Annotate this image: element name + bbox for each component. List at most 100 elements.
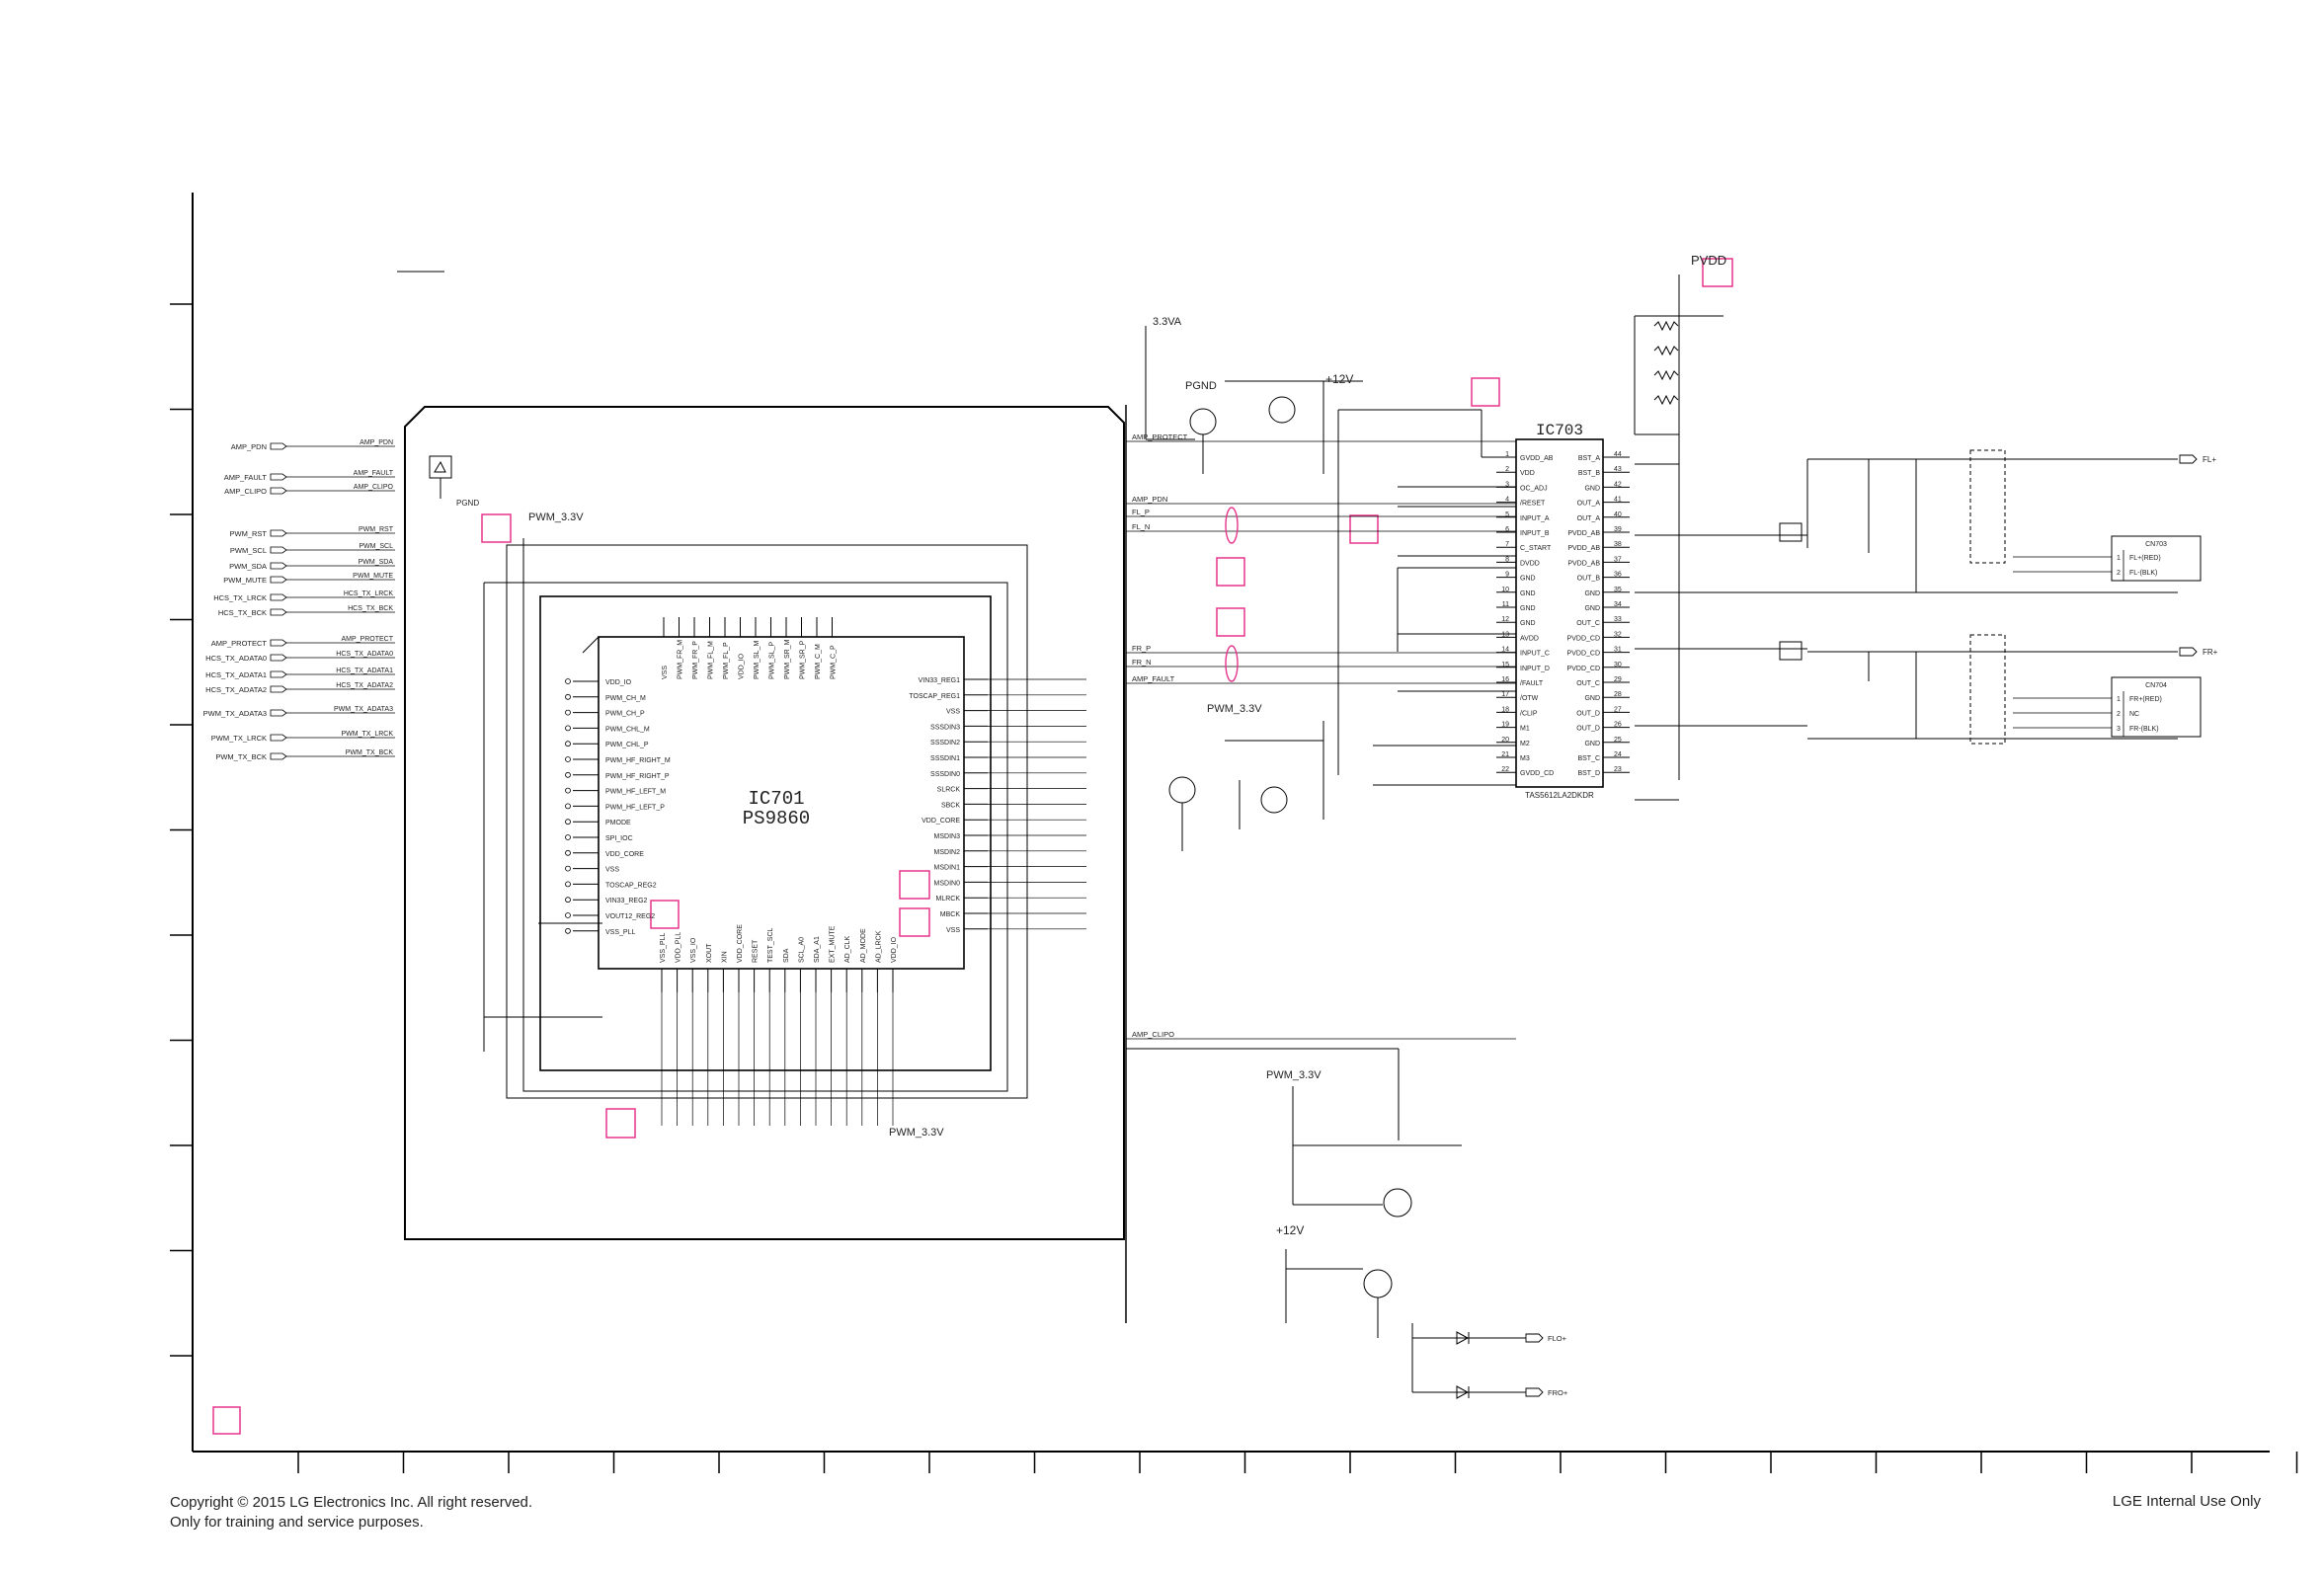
pwm-rail-left: PWM_3.3V [528, 511, 584, 523]
net-port [270, 608, 287, 616]
ic701-bottom-pin-label: XIN [721, 951, 728, 963]
testpoint [565, 771, 571, 778]
ic703-pin-number: 5 [1505, 511, 1509, 518]
left-net-label: PWM_SCL [230, 546, 267, 555]
testpoint [565, 897, 571, 904]
left-net-label: AMP_PROTECT [211, 639, 268, 648]
ic703-right-pin-label: PVDD_AB [1567, 545, 1600, 552]
net-port [270, 709, 287, 717]
led-port [1525, 1333, 1544, 1343]
output-label: FR+ [2203, 648, 2218, 657]
ic701-right-pin-label: MSDIN2 [934, 849, 961, 856]
ic703-left-pin-label: INPUT_A [1520, 515, 1550, 522]
left-net-label: PWM_TX_BCK [215, 752, 267, 761]
filter-shields [1969, 449, 2006, 745]
ic701-left-pin-label: PWM_HF_LEFT_P [605, 804, 665, 811]
ic701-right-pin-label: SSSDIN0 [930, 771, 960, 778]
testpoint [565, 881, 571, 888]
net-port [270, 487, 287, 495]
rail-3v3a: 3.3VA [1153, 316, 1182, 328]
left-net-label-inner: HCS_TX_ADATA0 [336, 651, 393, 658]
left-net-label: PWM_SDA [229, 562, 267, 571]
testpoint [565, 787, 571, 794]
ic703-left-pin-label: /RESET [1520, 501, 1546, 508]
ic703-pin-number: 42 [1614, 481, 1622, 488]
ic701-left-pin-label: PWM_CH_M [605, 695, 646, 702]
ic701-region [404, 406, 1125, 1240]
ic701-left-pin-label: VSS_PLL [605, 929, 635, 936]
ic703-pin-number: 36 [1614, 572, 1622, 579]
left-net-label-inner: PWM_TX_LRCK [341, 731, 393, 738]
ic701-left-pin-label: PWM_HF_RIGHT_P [605, 773, 670, 780]
connector-pin-number: 1 [2117, 696, 2121, 703]
ic703-right-pin-label: OUT_D [1576, 710, 1600, 717]
ic703-pin-number: 39 [1614, 526, 1622, 533]
ic703-right-pin-label: GND [1584, 741, 1600, 747]
signal-markers [1225, 507, 1239, 682]
ic703-right-pin-label: GND [1584, 590, 1600, 597]
ic703-left-pin-label: M3 [1520, 755, 1530, 762]
ic703-pin-number: 3 [1505, 481, 1509, 488]
ic701-bottom-pin-label: SDA_A1 [814, 936, 821, 963]
ic701-right-pin-label: VIN33_REG1 [919, 677, 961, 684]
connector-pin-label: NC [2129, 711, 2139, 718]
led-output-label: FRO+ [1548, 1388, 1568, 1397]
led-port [1525, 1387, 1544, 1397]
left-net-label-inner: PWM_TX_ADATA3 [334, 706, 393, 713]
ic703-right-pins: 44BST_A43BST_B42GND41OUT_A40OUT_A39PVDD_… [1567, 451, 1630, 777]
ic703-left-pin-label: /FAULT [1520, 680, 1544, 687]
ic701-left-pin-label: PMODE [605, 820, 631, 826]
protect-circuit [1145, 326, 1363, 851]
ic703-pin-number: 33 [1614, 616, 1622, 623]
left-net-label-inner: AMP_FAULT [354, 470, 394, 477]
connector-ref: CN704 [2145, 682, 2167, 689]
ic701-left-pin-label: VSS [605, 867, 619, 874]
connector-pin-number: 1 [2117, 555, 2121, 562]
ic703-left-pin-label: M2 [1520, 741, 1530, 747]
output-label: FL+ [2203, 455, 2216, 464]
ic703-left-pin-label: OC_ADJ [1520, 485, 1548, 492]
ic701-left-pin-label: PWM_CHL_M [605, 726, 650, 733]
ic701-right-pin-label: MSDIN1 [934, 865, 961, 872]
net-port [270, 670, 287, 678]
pgnd-protect: PGND [1185, 380, 1217, 392]
testpoint [565, 803, 571, 810]
ic703-pin-number: 35 [1614, 587, 1622, 593]
left-net-label: HCS_TX_ADATA0 [205, 654, 267, 663]
ic703-left-pin-label: GVDD_CD [1520, 770, 1554, 777]
ic701-top-pin-label: PWM_SR_M [784, 639, 791, 679]
ic701-right-pin-label: MBCK [940, 911, 961, 918]
ic703-right-pin-label: OUT_B [1577, 576, 1601, 583]
ic703-pin-number: 38 [1614, 541, 1622, 548]
ic701-bottom-pin-label: SCL_A0 [798, 937, 805, 963]
ic703-left-pin-label: GVDD_AB [1520, 455, 1554, 462]
ladder-resistor [1653, 320, 1679, 332]
ic701-right-pin-label: SSSDIN3 [930, 724, 960, 731]
ic703-passives [1337, 306, 1680, 801]
left-net-label-inner: AMP_PROTECT [341, 636, 393, 643]
left-net-label: AMP_FAULT [224, 473, 268, 482]
testpoint [565, 834, 571, 840]
ic701-top-pin-label: PWM_SL_P [769, 642, 776, 679]
ic701-left-pin-label: TOSCAP_REG2 [605, 882, 657, 889]
ic703-pin-number: 30 [1614, 662, 1622, 668]
testpoint [565, 927, 571, 934]
left-net-label: PWM_MUTE [223, 576, 267, 585]
ic703-pin-number: 20 [1501, 737, 1509, 744]
ic703-left-pin-label: GND [1520, 590, 1536, 597]
ic701-bottom-pin-label: VSS_IO [690, 937, 697, 963]
left-net-label-inner: HCS_TX_ADATA2 [336, 682, 393, 689]
ic703-pin-number: 2 [1505, 466, 1509, 473]
ic703-left-pin-label: DVDD [1520, 560, 1540, 567]
ic701-right-pins: VIN33_REG1TOSCAP_REG1VSSSSSDIN3SSSDIN2SS… [909, 677, 1086, 934]
left-net-label: PWM_TX_LRCK [211, 734, 267, 743]
ic703-pin-number: 11 [1502, 601, 1509, 608]
ic701-bottom-pin-label: XOUT [706, 943, 713, 963]
ic703-pin-number: 13 [1501, 631, 1509, 638]
ic703-right-pin-label: BST_D [1577, 770, 1600, 777]
ic701-bottom-pin-label: VDD_IO [891, 936, 898, 963]
ic701-left-pin-label: PWM_CH_P [605, 711, 645, 718]
ic703-pin-number: 28 [1614, 691, 1622, 698]
frame-ticks [170, 303, 2298, 1473]
